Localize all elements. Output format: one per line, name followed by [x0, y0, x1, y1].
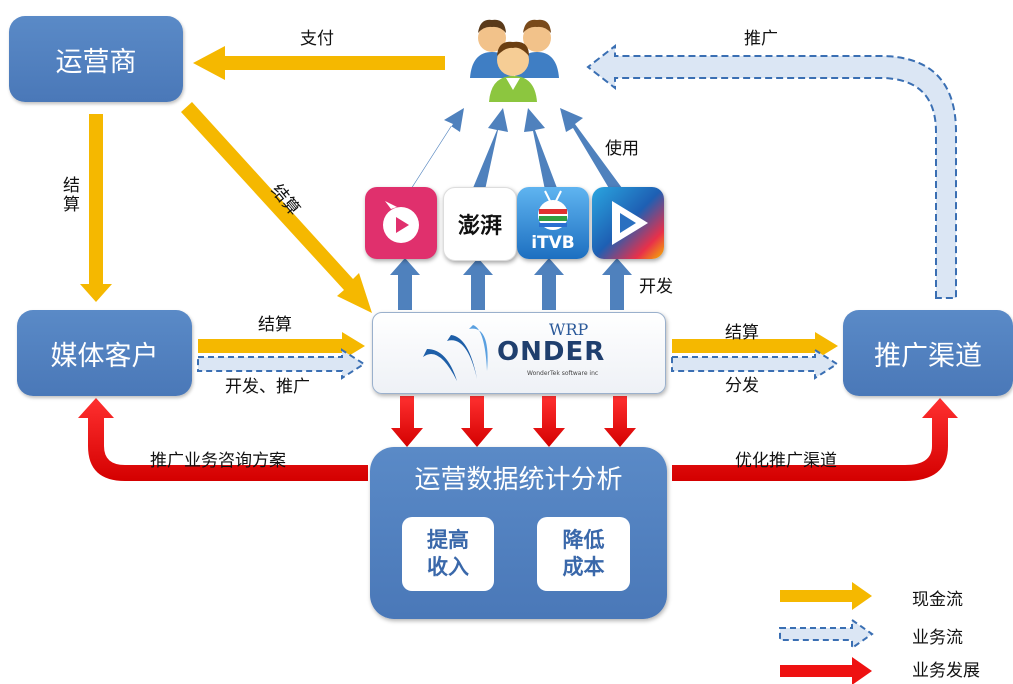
platform-to-channel-business-arrow	[671, 348, 839, 380]
users-group-icon	[470, 19, 559, 102]
legend-cash-flow-arrow	[780, 582, 872, 610]
develop-promote-label: 开发、推广	[225, 377, 310, 397]
pink-video-app-icon[interactable]	[365, 187, 437, 259]
platform-to-analytics-arrow-2	[461, 396, 493, 447]
promo-channel-label: 推广渠道	[874, 340, 982, 372]
platform-to-app3-arrow	[534, 258, 564, 310]
tvb-globe-icon	[538, 190, 568, 230]
itvb-app-text: iTVB	[531, 233, 575, 253]
channel-settle-label: 结算	[725, 323, 759, 343]
operator-box[interactable]: 运营商	[9, 16, 183, 102]
analytics-box[interactable]: 运营数据统计分析 提高 收入 降低 成本	[370, 447, 667, 619]
promote-top-label: 推广	[744, 29, 778, 49]
analytics-title: 运营数据统计分析	[414, 465, 623, 495]
platform-to-app1-arrow	[390, 258, 420, 310]
platform-to-app2-arrow	[463, 258, 493, 310]
operator-media-settle-label: 结算	[59, 176, 79, 214]
pay-label: 支付	[300, 29, 334, 49]
media-client-label: 媒体客户	[50, 340, 159, 372]
platform-to-analytics-arrows	[391, 396, 636, 447]
analytics-to-channel-arrow	[672, 398, 958, 481]
pengpai-app-icon[interactable]: 澎湃	[443, 187, 517, 261]
increase-revenue-label: 提高 收入	[427, 528, 469, 579]
platform-to-apps-arrows	[390, 258, 632, 310]
media-to-platform-cash-arrow	[198, 332, 365, 360]
channel-to-users-promote-arrow	[586, 43, 957, 299]
legend-business-flow-arrow	[779, 618, 874, 650]
pengpai-app-text: 澎湃	[457, 213, 502, 239]
pink-play-bubble-icon	[383, 201, 419, 243]
use-label: 使用	[605, 139, 639, 159]
wonder-platform-box[interactable]: WRP ONDER WonderTek software inc	[372, 312, 666, 394]
increase-revenue-box[interactable]: 提高 收入	[402, 517, 494, 591]
platform-subtitle: WonderTek software inc	[527, 370, 599, 377]
app3-to-users-arrow	[524, 108, 557, 190]
platform-prefix: WRP	[549, 320, 589, 339]
analytics-to-media-arrow	[78, 398, 368, 481]
app2-to-users-arrow	[473, 108, 508, 190]
media-to-platform-business-arrow	[197, 348, 366, 380]
platform-to-analytics-arrow-3	[533, 396, 565, 447]
legend-business-dev-label: 业务发展	[912, 661, 980, 681]
colorful-play-icon	[612, 201, 648, 245]
media-settle-label: 结算	[258, 315, 292, 335]
platform-brand: ONDER	[497, 337, 606, 367]
app1-to-users-arrow	[398, 108, 464, 190]
platform-to-channel-cash-arrow	[672, 332, 838, 360]
media-client-box[interactable]: 媒体客户	[17, 310, 192, 396]
develop-label: 开发	[639, 277, 673, 297]
itvb-app-icon[interactable]: iTVB	[517, 187, 589, 259]
operator-to-media-settle-arrow	[80, 114, 112, 302]
promo-channel-box[interactable]: 推广渠道	[843, 310, 1013, 396]
wonder-swoosh-logo-icon	[423, 325, 488, 381]
distribute-label: 分发	[725, 376, 759, 396]
legend-business-flow-label: 业务流	[912, 628, 963, 648]
app4-to-users-arrow	[560, 108, 622, 190]
operator-to-platform-settle-arrow	[181, 102, 372, 313]
platform-to-analytics-arrow-1	[391, 396, 423, 447]
optimize-label: 优化推广渠道	[735, 451, 837, 471]
operator-label: 运营商	[55, 46, 137, 78]
legend-business-dev-arrow	[780, 657, 872, 684]
legend-cash-flow-label: 现金流	[912, 590, 963, 610]
consulting-label: 推广业务咨询方案	[150, 451, 286, 471]
pay-arrow	[193, 46, 445, 80]
platform-to-app4-arrow	[602, 258, 632, 310]
play-app-icon[interactable]	[592, 187, 664, 259]
platform-to-analytics-arrow-4	[604, 396, 636, 447]
reduce-cost-label: 降低 成本	[562, 528, 605, 579]
reduce-cost-box[interactable]: 降低 成本	[537, 517, 630, 591]
